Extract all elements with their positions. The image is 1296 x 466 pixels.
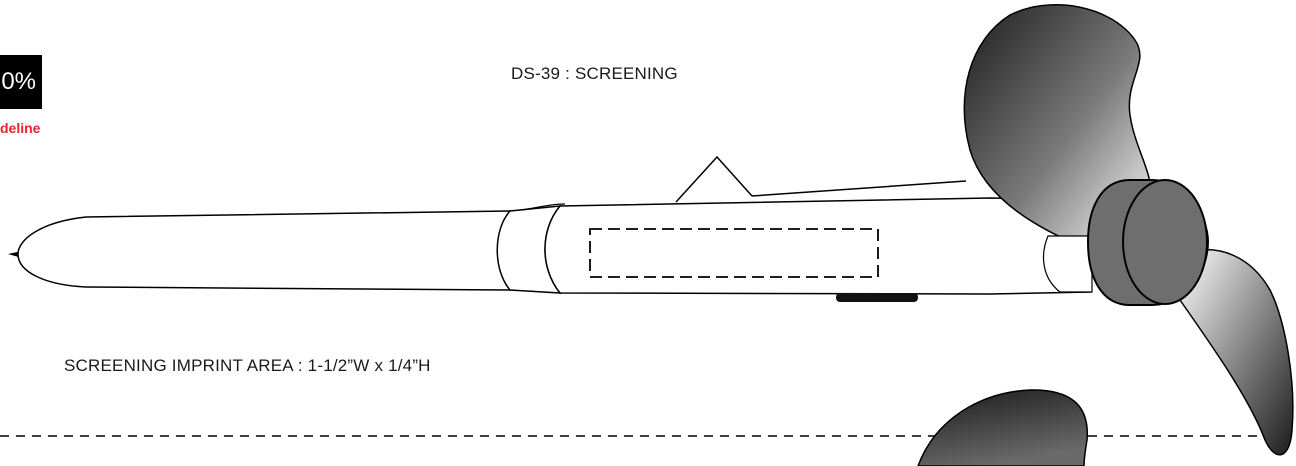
pen-front-barrel xyxy=(85,210,511,291)
propeller-blade-bottom xyxy=(917,389,1088,466)
imprint-area-box xyxy=(589,228,879,278)
pen-end-ring xyxy=(1042,235,1093,293)
pen-main-body xyxy=(544,197,1091,295)
propeller-blade-top xyxy=(963,4,1152,251)
pen-nose xyxy=(17,216,87,288)
pen-grip-ring-inner xyxy=(521,203,566,211)
propeller-hub-cap xyxy=(1122,179,1208,305)
percentage-badge: 0% xyxy=(0,55,42,109)
guideline-label: deline xyxy=(0,120,41,136)
pen-clip-line xyxy=(751,180,967,197)
propeller-blade-right xyxy=(1179,248,1294,456)
pen-clip xyxy=(675,155,753,203)
percentage-badge-text: 0% xyxy=(1,68,36,95)
product-title: DS-39 : SCREENING xyxy=(511,64,678,83)
imprint-area-label: SCREENING IMPRINT AREA : 1-1/2”W x 1/4”H xyxy=(64,356,431,375)
pen-bottom-button xyxy=(836,293,918,302)
